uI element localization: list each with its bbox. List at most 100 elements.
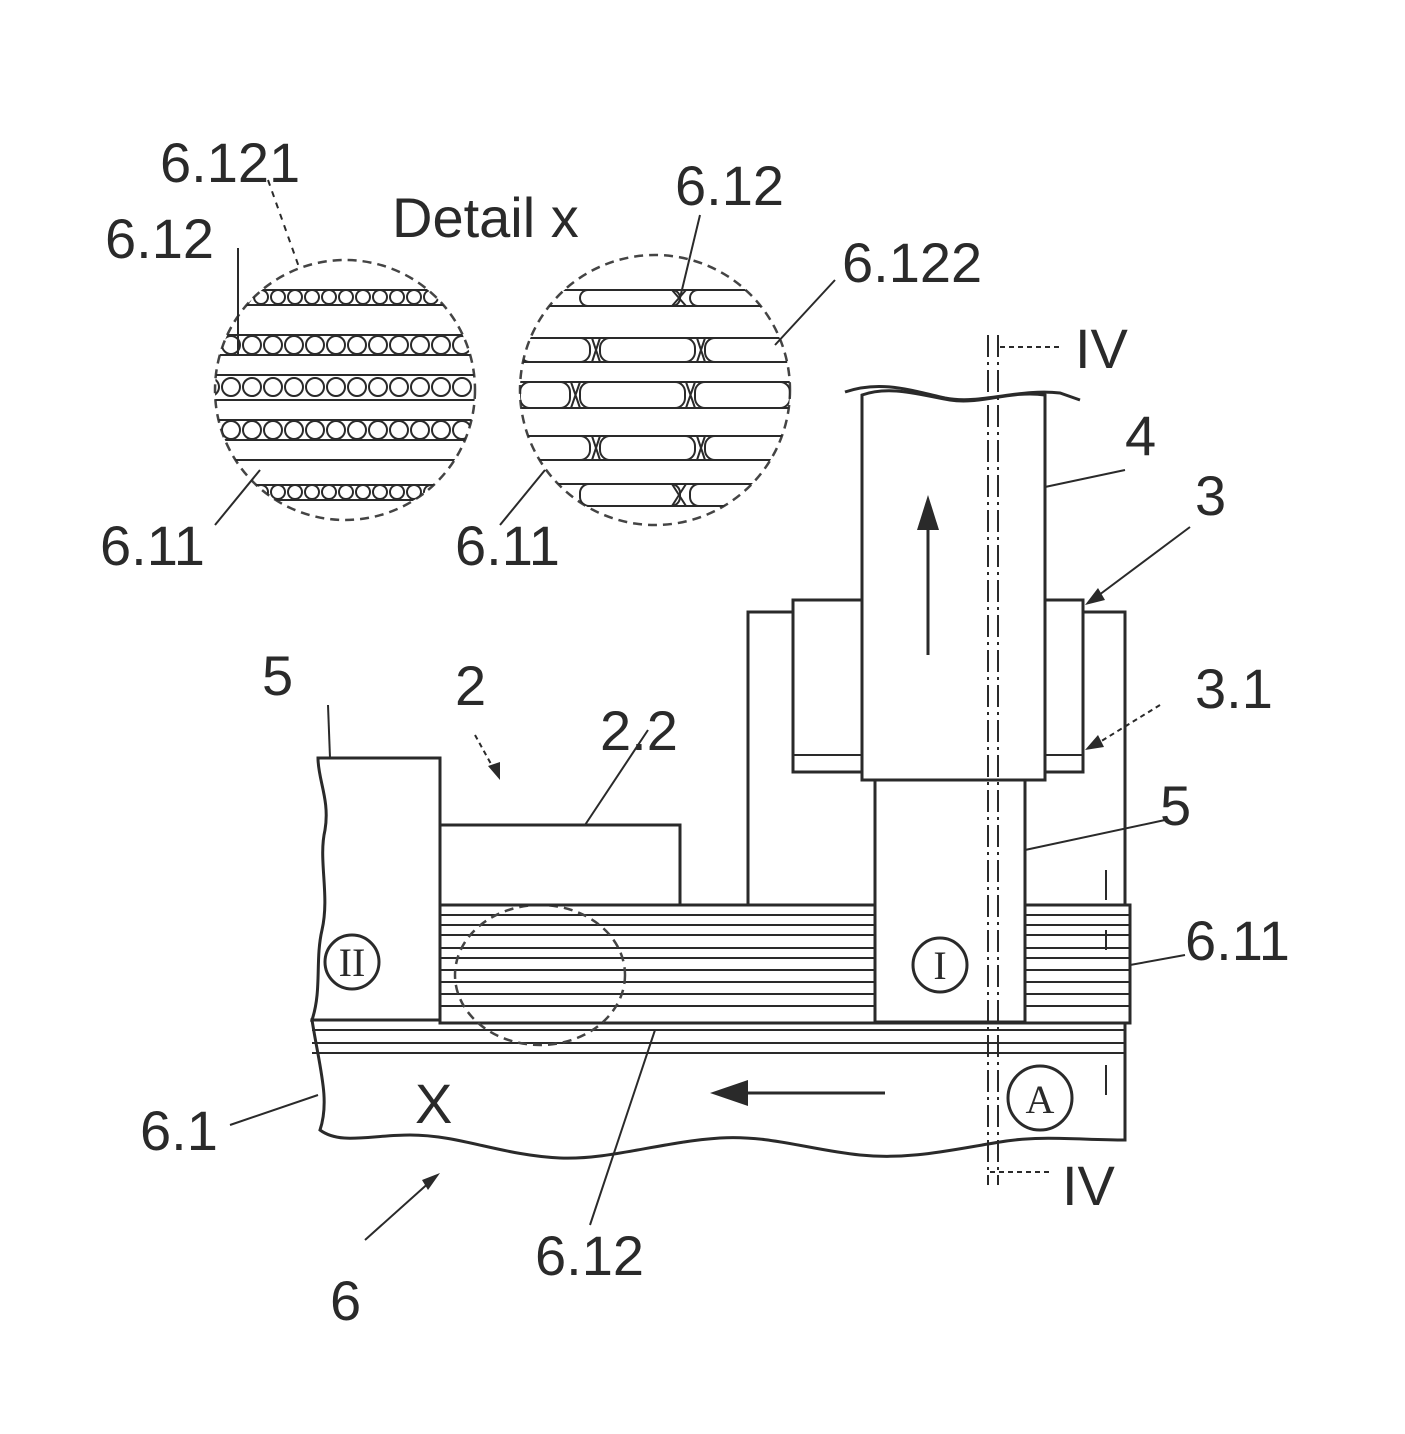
- label-5-right: 5: [1160, 774, 1191, 837]
- bead: [288, 290, 302, 304]
- bead: [237, 290, 251, 304]
- bead: [453, 336, 471, 354]
- label-6-11-main: 6.11: [1185, 909, 1290, 972]
- bead: [271, 485, 285, 499]
- bead: [432, 421, 450, 439]
- label-4: 4: [1125, 404, 1156, 467]
- bead: [356, 290, 370, 304]
- bead: [432, 378, 450, 396]
- bead: [369, 378, 387, 396]
- bead: [411, 336, 429, 354]
- label-3-1: 3.1: [1195, 657, 1273, 720]
- bead: [390, 485, 404, 499]
- station-II-label: II: [339, 940, 366, 985]
- bead: [264, 378, 282, 396]
- bead: [390, 421, 408, 439]
- bead: [271, 290, 285, 304]
- bead: [411, 378, 429, 396]
- bead: [254, 290, 268, 304]
- label-5-left: 5: [262, 644, 293, 707]
- bead: [243, 378, 261, 396]
- label-3: 3: [1195, 464, 1226, 527]
- bead: [220, 290, 234, 304]
- bead: [220, 485, 234, 499]
- bead: [453, 421, 471, 439]
- bead: [305, 485, 319, 499]
- pointer-3-1: [1085, 705, 1160, 750]
- bead: [390, 336, 408, 354]
- bead: [390, 290, 404, 304]
- bead: [322, 485, 336, 499]
- pointer-2: [475, 735, 500, 780]
- bead: [453, 378, 471, 396]
- bead: [222, 421, 240, 439]
- bead: [203, 485, 217, 499]
- station-I-label: I: [933, 943, 946, 988]
- label-6-11-right: 6.11: [455, 514, 560, 577]
- bead: [306, 336, 324, 354]
- label-6-12-right: 6.12: [675, 154, 784, 217]
- bead: [458, 290, 472, 304]
- bead: [348, 421, 366, 439]
- bead: [390, 378, 408, 396]
- label-6-12-left: 6.12: [105, 207, 214, 270]
- label-6-11-left: 6.11: [100, 514, 205, 577]
- bead: [243, 421, 261, 439]
- label-6-122: 6.122: [842, 231, 982, 294]
- bead: [203, 290, 217, 304]
- bead: [327, 378, 345, 396]
- bead: [369, 336, 387, 354]
- bead: [264, 336, 282, 354]
- bead: [327, 421, 345, 439]
- block-5-right: [875, 780, 1025, 1022]
- label-2-2: 2.2: [600, 699, 678, 762]
- label-iv-bottom: IV: [1062, 1154, 1116, 1217]
- bead: [285, 336, 303, 354]
- bead: [441, 485, 455, 499]
- bead: [373, 485, 387, 499]
- bead: [201, 378, 219, 396]
- bead: [285, 421, 303, 439]
- bead: [201, 336, 219, 354]
- plunger-4: [862, 391, 1045, 780]
- bead: [348, 378, 366, 396]
- bead: [201, 421, 219, 439]
- bead: [373, 290, 387, 304]
- detail-x-left-circle: [200, 260, 500, 520]
- block-2-2: [440, 825, 680, 905]
- bead: [339, 290, 353, 304]
- bead: [305, 290, 319, 304]
- bead: [407, 485, 421, 499]
- detail-x-right-circle: [510, 255, 800, 525]
- holder-3-1-left: [793, 600, 863, 772]
- bead: [407, 290, 421, 304]
- label-x: X: [415, 1072, 452, 1135]
- bead: [339, 485, 353, 499]
- bead: [222, 378, 240, 396]
- bead: [327, 336, 345, 354]
- station-A-label: A: [1026, 1077, 1055, 1122]
- label-6-121: 6.121: [160, 131, 300, 194]
- bead: [441, 290, 455, 304]
- bead: [264, 421, 282, 439]
- label-6-1: 6.1: [140, 1099, 218, 1162]
- label-iv-top: IV: [1075, 317, 1129, 380]
- bead: [306, 378, 324, 396]
- pointer-3: [1085, 527, 1190, 605]
- bead: [288, 485, 302, 499]
- bead: [369, 421, 387, 439]
- label-6: 6: [330, 1269, 361, 1332]
- pointer-6: [365, 1173, 440, 1240]
- bead: [322, 290, 336, 304]
- detail-x-title: Detail x: [392, 186, 579, 249]
- bead: [348, 336, 366, 354]
- bead: [285, 378, 303, 396]
- bead: [243, 336, 261, 354]
- bead: [306, 421, 324, 439]
- bead: [356, 485, 370, 499]
- bead: [432, 336, 450, 354]
- label-6-12-bottom: 6.12: [535, 1224, 644, 1287]
- bead: [458, 485, 472, 499]
- label-2: 2: [455, 654, 486, 717]
